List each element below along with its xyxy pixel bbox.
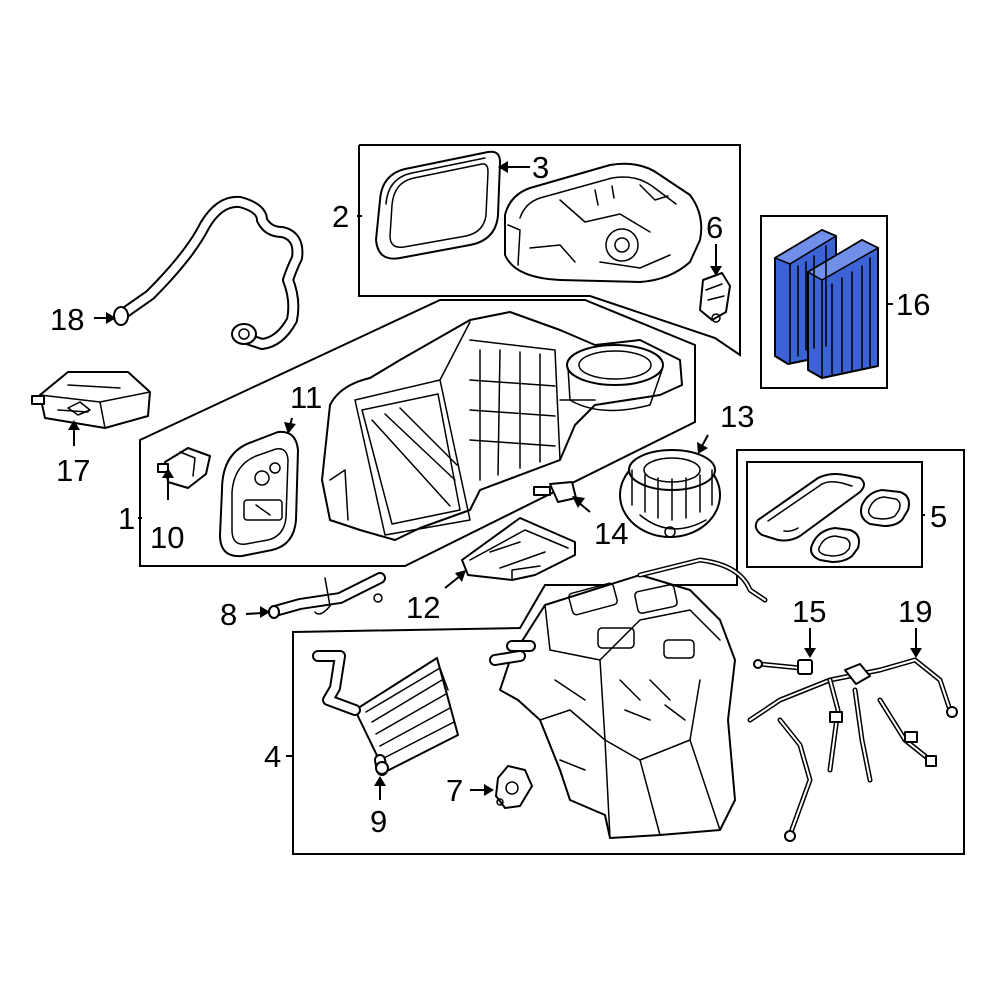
leader-lines: [68, 161, 925, 800]
duct-part-12: [461, 517, 576, 581]
callout-16: 16: [896, 287, 930, 322]
actuator-part-6: [699, 272, 731, 323]
seal-plate-part-11: [219, 430, 299, 558]
callout-12: 12: [406, 590, 440, 625]
group-1-frame: [139, 299, 696, 567]
callout-8: 8: [220, 597, 237, 632]
group-4-frame: [292, 449, 965, 855]
blower-motor-part-13: [619, 449, 721, 538]
callout-6: 6: [706, 210, 723, 245]
tube-part-8: [268, 572, 386, 619]
module-part-17: [31, 371, 151, 429]
housing-cover-part-2: [504, 162, 703, 283]
callout-7: 7: [446, 773, 463, 808]
sensor-part-14: [533, 481, 577, 503]
hvac-housing-part-4: [489, 557, 768, 839]
callout-15: 15: [792, 594, 826, 629]
group-16-frame: [760, 215, 888, 389]
callout-1: 1: [118, 501, 135, 536]
cabin-air-filter-part-16: [773, 229, 880, 379]
heater-case-part-1: [321, 311, 683, 541]
callout-14: 14: [594, 516, 628, 551]
callout-4: 4: [264, 739, 281, 774]
harness-part-19: [747, 657, 958, 842]
sensor-part-10: [157, 447, 211, 489]
callout-19: 19: [898, 594, 932, 629]
actuator-part-7: [495, 765, 533, 809]
seal-part-3: [375, 150, 501, 260]
heater-core-part-9: [312, 650, 459, 776]
seal-set-part-5: [754, 473, 910, 563]
callout-2: 2: [332, 199, 349, 234]
callout-9: 9: [370, 804, 387, 839]
hose-part-18: [113, 195, 304, 350]
callout-11: 11: [290, 380, 322, 415]
wire-part-15: [753, 659, 813, 675]
callout-10: 10: [150, 520, 184, 555]
group-2-frame: [358, 144, 741, 357]
callout-3: 3: [532, 150, 549, 185]
callout-18: 18: [50, 302, 84, 337]
callout-13: 13: [720, 399, 754, 434]
callout-5: 5: [930, 499, 947, 534]
callout-17: 17: [56, 453, 90, 488]
